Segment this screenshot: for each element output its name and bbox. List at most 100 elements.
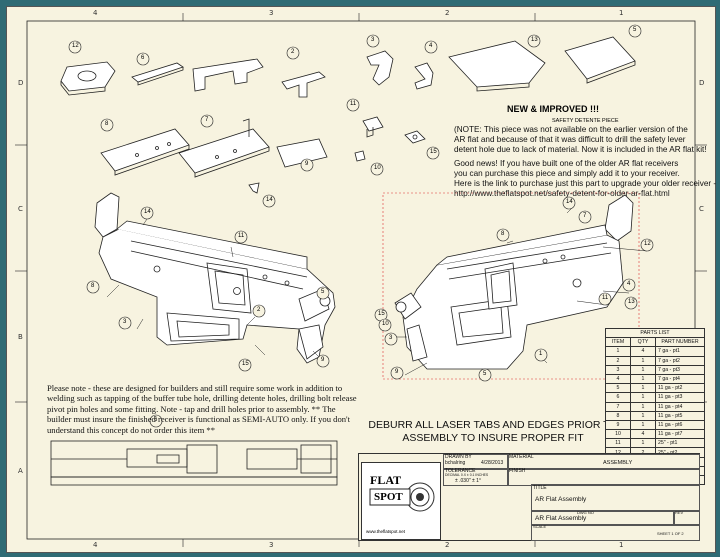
table-cell: 11 [605,438,631,449]
callout-label: 3 [371,37,375,43]
sheet-number: SHEET 1 OF 2 [657,531,684,536]
zone-label-left: C [18,205,23,213]
part-9-plate [276,138,328,168]
assembly-label: ASSEMBLY [603,460,633,466]
part-11-clip [362,116,384,138]
callout-label: 9 [395,369,399,375]
column-header: PART NUMBER [655,337,705,348]
column-header: QTY [630,337,656,348]
zone-label-bottom: 4 [93,541,98,549]
callout-label: 12 [644,241,651,247]
table-cell: 11 ga - pt3 [655,392,705,403]
callout-label: 13 [628,299,635,305]
table-cell: 7 ga - pt3 [655,364,705,375]
callout-label: 7 [205,117,209,123]
table-cell: 9 [605,419,631,431]
part-13-plate [448,40,546,92]
table-cell: 7 ga - pt4 [655,373,705,385]
part-8-side-plate [100,128,190,176]
zone-label-top: 2 [445,9,450,17]
callout-label: 8 [501,231,505,237]
tolerance-label: TOLERANCE [445,468,476,474]
callout-label: 15 [242,361,249,367]
zone-label-left: D [18,79,24,87]
part-15-detent [404,130,426,144]
drawn-cell [443,454,509,470]
callout-label: 5 [321,289,325,295]
callout-label: 14 [266,197,273,203]
upgrade-link[interactable]: http://www.theflatspot.net/safety-detent… [454,189,670,198]
notice-line: Here is the link to purchase just this p… [454,179,717,188]
logo-url: www.theflatspot.net [366,529,406,534]
logo-graphic [369,482,435,512]
callout-label: 8 [105,121,109,127]
table-cell: 4 [605,373,631,385]
callout-label: 2 [291,49,295,55]
callout-label: 7 [583,213,587,219]
title-label: TITLE [533,485,547,491]
finish-cell [507,468,700,486]
callout-label: 13 [531,37,538,43]
callout-label: 14 [144,209,151,215]
table-cell: 1 [630,355,656,366]
callout-label: 11 [238,233,245,239]
zone-label-top: 1 [619,9,624,17]
table-cell: 8 [605,410,631,421]
zone-label-bottom: 1 [619,541,624,549]
callout-label: 4 [429,43,433,49]
deburr-line: DEBURR ALL LASER TABS AND EDGES PRIOR TO [368,419,618,431]
notice-line: (NOTE: This piece was not available on t… [454,125,688,134]
callout-label: 6 [154,417,158,423]
flat-pattern-view [50,440,338,486]
table-cell: 4 [630,429,656,440]
drawing-canvas [15,13,707,547]
part-4-bracket [414,62,434,90]
notice-line: detent hole due to lack of material. Now… [454,145,707,154]
left-receiver-assembly [94,192,336,364]
finish-label: FINISH [509,468,526,474]
rev-cell [673,510,700,526]
table-cell: 11 ga - pt2 [655,383,705,394]
callout-label: 15 [430,149,437,155]
callout-label: 15 [378,311,385,317]
part-10-pin [354,150,366,162]
zone-label-right: C [699,205,704,213]
part-2-trigger-guard-plate [192,58,264,92]
table-cell: 11 ga - pt5 [655,410,705,421]
callout-label: 2 [257,307,261,313]
table-cell: 4 [630,346,656,357]
callout-label: 11 [602,295,609,301]
rev-label: REV [675,510,684,515]
table-cell: 1 [630,373,656,385]
parts-list-title: PARTS LIST [605,327,705,339]
notice-title: NEW & IMPROVED !!! [507,104,599,114]
callout-bubbles [68,24,654,428]
callout-label: 4 [627,281,631,287]
tolerance-cell [443,468,509,486]
callout-label: 11 [350,101,357,107]
table-cell: 1 [605,346,631,357]
table-cell: 25" - pt1 [655,438,705,449]
part-14-small [248,182,260,194]
table-cell: 3 [605,364,631,375]
part-2b-small [281,71,326,98]
notice-subtitle: SAFETY DETENTE PIECE [552,118,619,124]
table-cell: 7 ga - pt2 [655,355,705,366]
table-cell: 1 [630,401,656,412]
table-cell: 10 [605,429,631,440]
material-label: MATERIAL [509,454,534,460]
logo-text-top: FLAT [370,473,402,487]
notice-line: Good news! If you have built one of the … [454,159,679,168]
callout-label: 10 [382,321,389,327]
notice-line: AR flat and because of that it was diffi… [454,135,686,144]
callout-label: 5 [633,27,637,33]
notice-line: you can purchase this piece and simply a… [454,169,680,178]
table-cell: 1 [630,383,656,394]
zone-label-bottom: 3 [269,541,274,549]
